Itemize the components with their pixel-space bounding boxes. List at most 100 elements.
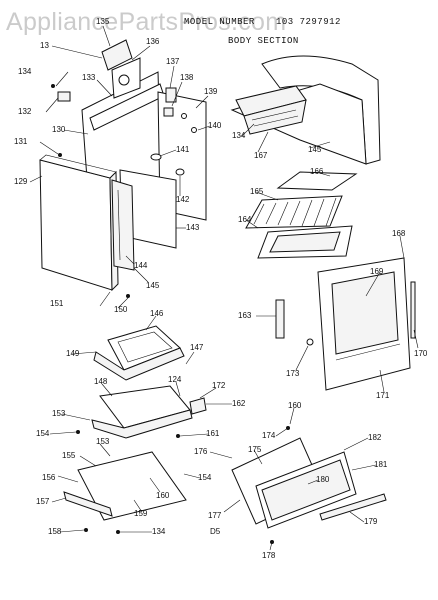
vent-line-2 <box>253 115 299 127</box>
part-label: 162 <box>232 399 246 408</box>
part-label: 179 <box>364 517 378 526</box>
part-label: 173 <box>286 369 300 378</box>
part-label: 134 <box>152 527 166 536</box>
burner-pan-base <box>93 347 185 381</box>
part-label: 145 <box>308 145 322 154</box>
part-label: 180 <box>316 475 330 484</box>
front-door-panel <box>39 159 113 291</box>
screw-c <box>126 294 130 298</box>
part-label: 163 <box>238 311 252 320</box>
broil-pan-insert <box>269 231 341 253</box>
part-label: 137 <box>166 57 180 66</box>
part-label: 166 <box>310 167 324 176</box>
part-label: 142 <box>176 195 190 204</box>
part-label: 136 <box>146 37 160 46</box>
clip <box>57 91 71 102</box>
hinge-pin <box>306 338 314 346</box>
model-number-value: 103 7297912 <box>276 17 341 27</box>
rail-screw <box>84 528 88 532</box>
screw <box>51 84 55 88</box>
part-label: 146 <box>150 309 164 318</box>
oven-rack <box>245 195 343 229</box>
part-label: 150 <box>114 305 128 314</box>
top-cover-assembly <box>230 55 381 165</box>
glide-rail <box>63 491 113 517</box>
part-label: 177 <box>208 511 222 520</box>
part-label: 157 <box>36 497 50 506</box>
door-handle <box>410 281 416 339</box>
side-panel-assembly <box>39 39 207 298</box>
part-label: 154 <box>36 429 50 438</box>
part-label: 176 <box>194 447 208 456</box>
part-label: 154 <box>198 473 212 482</box>
leader-lines <box>29 25 419 551</box>
part-label: 165 <box>250 187 264 196</box>
part-label: 172 <box>212 381 226 390</box>
part-label: 140 <box>208 121 222 130</box>
vent-hole <box>118 74 130 86</box>
door-trim <box>335 343 401 361</box>
part-label: 147 <box>190 343 204 352</box>
screw-b <box>58 153 62 157</box>
part-label: 145 <box>146 281 160 290</box>
part-label: 134 <box>18 67 32 76</box>
drawer-front <box>91 409 193 439</box>
part-label: 153 <box>52 409 66 418</box>
drawer-screw <box>76 430 80 434</box>
part-label: 170 <box>414 349 428 358</box>
part-label: 171 <box>376 391 390 400</box>
drawer-assembly <box>63 325 207 534</box>
drawer-handle <box>319 493 387 521</box>
rack-assembly <box>245 171 358 259</box>
vent-grille <box>243 99 307 135</box>
part-label: 138 <box>180 73 194 82</box>
part-label: 13 <box>40 41 49 50</box>
part-label: 134 <box>232 131 246 140</box>
part-label: 143 <box>186 223 200 232</box>
part-label: 174 <box>262 431 276 440</box>
part-label: 144 <box>134 261 148 270</box>
part-label: 148 <box>94 377 108 386</box>
part-label: 169 <box>370 267 384 276</box>
section-title: BODY SECTION <box>228 36 299 46</box>
top-bracket <box>101 39 133 71</box>
part-label: 135 <box>96 17 110 26</box>
model-number-label: MODEL NUMBER <box>184 17 255 27</box>
part-label: 124 <box>168 375 182 384</box>
part-label: 167 <box>254 151 268 160</box>
watermark: AppliancePartsPros.com <box>6 8 287 36</box>
part-label: 159 <box>134 509 148 518</box>
part-label: 156 <box>42 473 56 482</box>
part-label: 129 <box>14 177 28 186</box>
part-label: 175 <box>248 445 262 454</box>
part-label: 149 <box>66 349 80 358</box>
part-label: 160 <box>288 401 302 410</box>
cover-top <box>261 55 381 165</box>
part-label: 164 <box>238 215 252 224</box>
drawer-panel-inset <box>261 459 351 521</box>
door-hinge-bar <box>275 299 285 339</box>
part-label: 168 <box>392 229 406 238</box>
grommet <box>150 153 162 161</box>
part-label: 151 <box>50 299 64 308</box>
top-rack-frame <box>276 171 358 191</box>
part-label: 161 <box>206 429 220 438</box>
part-label: 155 <box>62 451 76 460</box>
door-frame <box>111 179 135 271</box>
grommet-b <box>175 168 185 176</box>
part-label: 133 <box>82 73 96 82</box>
frame-line <box>117 189 121 261</box>
part-label: 160 <box>156 491 170 500</box>
rail-screw-b <box>116 530 120 534</box>
part-label: 131 <box>14 137 28 146</box>
vent-line <box>251 109 297 121</box>
hinge-plate <box>163 107 174 117</box>
part-label: 181 <box>374 460 388 469</box>
drawer-screw-b <box>176 434 180 438</box>
part-label: 130 <box>52 125 66 134</box>
part-label: 182 <box>368 433 382 442</box>
door-window <box>331 271 399 355</box>
part-label: 158 <box>48 527 62 536</box>
